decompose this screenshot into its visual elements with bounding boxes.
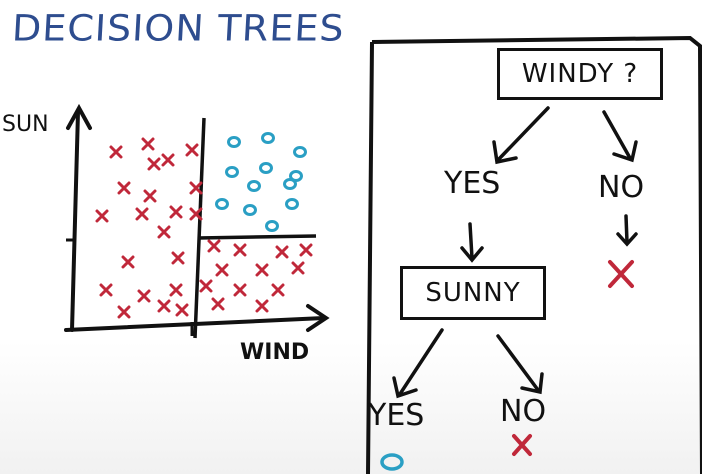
branch-label-sunny-yes: YES <box>368 398 425 433</box>
leaf-circle-sunny-yes <box>380 453 404 471</box>
cross-marker <box>137 289 151 303</box>
circle-marker <box>285 198 299 210</box>
cross-marker <box>207 239 221 253</box>
circle-marker <box>227 136 241 148</box>
branch-label-sunny-no: NO <box>500 394 547 429</box>
circle-markers <box>215 132 307 232</box>
cross-marker <box>189 207 203 221</box>
cross-marker <box>117 305 131 319</box>
cross-marker <box>189 181 203 195</box>
cross-marker <box>199 279 213 293</box>
y-axis-arrow <box>66 103 92 130</box>
cross-marker <box>157 299 171 313</box>
node-windy: WINDY ? <box>497 48 663 100</box>
cross-marker <box>185 143 199 157</box>
y-axis <box>70 110 80 332</box>
cross-markers <box>95 137 313 319</box>
cross-marker <box>271 283 285 297</box>
node-windy-label: WINDY ? <box>521 59 639 89</box>
leaf-cross-no <box>608 260 634 288</box>
cross-marker <box>255 263 269 277</box>
circle-marker <box>265 220 279 232</box>
cross-marker <box>99 283 113 297</box>
arrow-no-leaf <box>624 214 629 244</box>
cross-marker <box>169 205 183 219</box>
cross-marker <box>143 189 157 203</box>
circle-marker <box>243 204 257 216</box>
cross-marker <box>299 243 313 257</box>
arrow-yes-sunny-head <box>460 246 484 263</box>
cross-marker <box>109 145 123 159</box>
arrow-sunny-no <box>496 334 540 392</box>
arrow-no-leaf-head <box>616 232 638 247</box>
cross-marker <box>135 207 149 221</box>
arrow-root-no <box>602 110 632 160</box>
node-sunny: SUNNY <box>400 266 546 320</box>
arrow-sunny-yes <box>398 328 444 396</box>
arrow-root-yes <box>496 106 550 162</box>
cross-marker <box>215 263 229 277</box>
cross-marker <box>121 255 135 269</box>
cross-marker <box>95 209 109 223</box>
circle-marker <box>289 170 303 182</box>
arrow-yes-sunny <box>468 222 474 260</box>
cross-marker <box>275 245 289 259</box>
x-axis-label: WIND <box>240 340 310 365</box>
cross-marker <box>233 243 247 257</box>
circle-marker <box>215 198 229 210</box>
branch-label-yes: YES <box>444 166 501 201</box>
cross-marker <box>175 303 189 317</box>
tree-panel-border <box>366 35 702 474</box>
cross-marker <box>171 251 185 265</box>
circle-marker <box>259 162 273 174</box>
circle-marker <box>225 166 239 178</box>
arrow-sunny-yes-head <box>392 376 418 399</box>
cross-marker <box>233 283 247 297</box>
cross-marker <box>169 283 183 297</box>
leaf-cross-sunny-no <box>512 434 532 456</box>
circle-marker <box>293 146 307 158</box>
horizontal-split-line <box>197 234 317 240</box>
vertical-split-line <box>193 117 206 339</box>
cross-marker <box>255 299 269 313</box>
cross-marker <box>161 153 175 167</box>
arrow-root-no-head <box>612 140 638 163</box>
arrow-sunny-no-head <box>520 372 544 395</box>
circle-marker <box>261 132 275 144</box>
cross-marker <box>147 157 161 171</box>
circle-marker <box>283 178 297 190</box>
branch-label-no: NO <box>598 170 645 205</box>
arrow-root-yes-head <box>492 140 518 165</box>
x-axis-arrow <box>306 304 330 332</box>
y-axis-label: SUN <box>2 112 49 137</box>
cross-marker <box>141 137 155 151</box>
cross-marker <box>117 181 131 195</box>
circle-marker <box>247 180 261 192</box>
cross-marker <box>291 261 305 275</box>
cross-marker <box>211 297 225 311</box>
cross-marker <box>157 225 171 239</box>
node-sunny-label: SUNNY <box>425 278 521 308</box>
